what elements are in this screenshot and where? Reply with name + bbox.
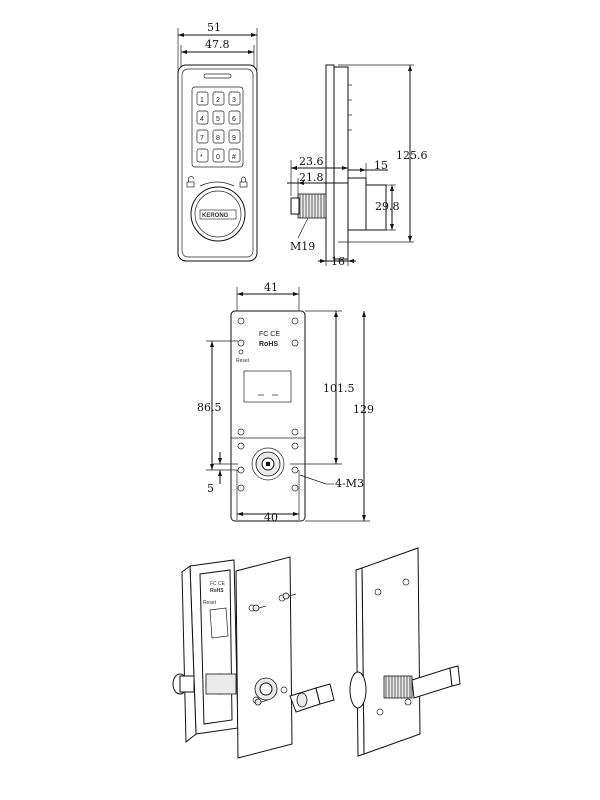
keypad-key: #	[228, 148, 241, 163]
keypad-key: 8	[212, 129, 225, 144]
screw	[252, 604, 267, 612]
keypad-key-label: 7	[200, 135, 204, 142]
iso-reset-label: Reset	[203, 600, 217, 606]
dim-29-8: 29.8	[375, 200, 400, 213]
dim-15: 15	[374, 159, 388, 172]
dim-47-8: 47.8	[205, 38, 230, 51]
keypad-key-label: 5	[216, 116, 220, 123]
dim-5: 5	[207, 482, 214, 495]
lock-icon	[239, 176, 248, 188]
keypad-key-label: 1	[200, 97, 204, 104]
keypad-key: *	[196, 148, 209, 163]
fcc-ce-mark: FC CE	[259, 331, 280, 338]
brand-logo: KERONG	[202, 213, 229, 219]
door-panel	[235, 556, 293, 759]
dim-51: 51	[207, 21, 221, 34]
keypad-key-label: 8	[216, 135, 220, 142]
dim-41: 41	[264, 281, 278, 294]
dim-4-m3: 4-M3	[335, 477, 364, 490]
keypad-key: 2	[212, 91, 225, 106]
dim-m19: M19	[290, 240, 315, 253]
keypad-key: 9	[228, 129, 241, 144]
dim-101-5: 101.5	[323, 382, 355, 395]
indicator-led	[203, 73, 232, 79]
screw-hole	[291, 317, 299, 325]
keypad-key-label: 0	[216, 154, 220, 161]
screw-hole	[291, 428, 299, 436]
screw-hole	[237, 442, 245, 450]
dim-129: 129	[353, 403, 374, 416]
screw-hole	[291, 442, 299, 450]
screw-hole	[237, 484, 245, 492]
dim-21-8: 21.8	[299, 171, 324, 184]
screw-hole	[237, 428, 245, 436]
iso-fcc-mark: FC CE	[210, 581, 226, 587]
keypad-key-label: #	[232, 154, 236, 161]
keypad-key: 5	[212, 110, 225, 125]
keypad: 1 2 3 4 5 6 7 8 9 * 0 #	[191, 86, 244, 168]
front-view: 51 47.8 1 2 3 4 5 6 7 8 9 * 0 # KERONG	[177, 21, 258, 262]
side-view: 125.6 23.6 21.8 15 29.8 M19 16	[287, 64, 428, 268]
arc-indicator	[199, 181, 235, 187]
keypad-key-label: 2	[216, 97, 220, 104]
keypad-key: 7	[196, 129, 209, 144]
screw-hole	[237, 317, 245, 325]
screw	[282, 592, 297, 600]
keypad-key: 3	[228, 91, 241, 106]
keypad-key-label: *	[200, 154, 203, 161]
keypad-key-label: 9	[232, 135, 236, 142]
keypad-key-label: 3	[232, 97, 236, 104]
back-view: 41 FC CE RoHS Reset 101.5 129	[197, 281, 374, 524]
unlock-icon	[186, 176, 195, 188]
assembled-panel	[361, 547, 421, 755]
exploded-view: FC CE RoHS Reset	[172, 547, 461, 759]
keypad-key-label: 6	[232, 116, 236, 123]
keypad-key: 0	[212, 148, 225, 163]
rohs-mark: RoHS	[259, 341, 278, 348]
dim-86-5: 86.5	[197, 401, 222, 414]
dim-125-6: 125.6	[396, 149, 428, 162]
dim-16: 16	[331, 255, 345, 268]
keypad-key: 1	[196, 91, 209, 106]
dim-23-6: 23.6	[299, 155, 324, 168]
screw-hole	[291, 484, 299, 492]
battery-window	[243, 370, 292, 403]
screw-hole	[291, 466, 299, 474]
keypad-key: 6	[228, 110, 241, 125]
iso-rohs-mark: RoHS	[210, 588, 224, 594]
back-housing	[230, 310, 306, 522]
reset-label: Reset	[236, 358, 250, 364]
dim-40: 40	[264, 511, 278, 524]
screw-hole	[237, 339, 245, 347]
screw-hole	[291, 339, 299, 347]
keypad-key: 4	[196, 110, 209, 125]
keypad-key-label: 4	[200, 116, 204, 123]
